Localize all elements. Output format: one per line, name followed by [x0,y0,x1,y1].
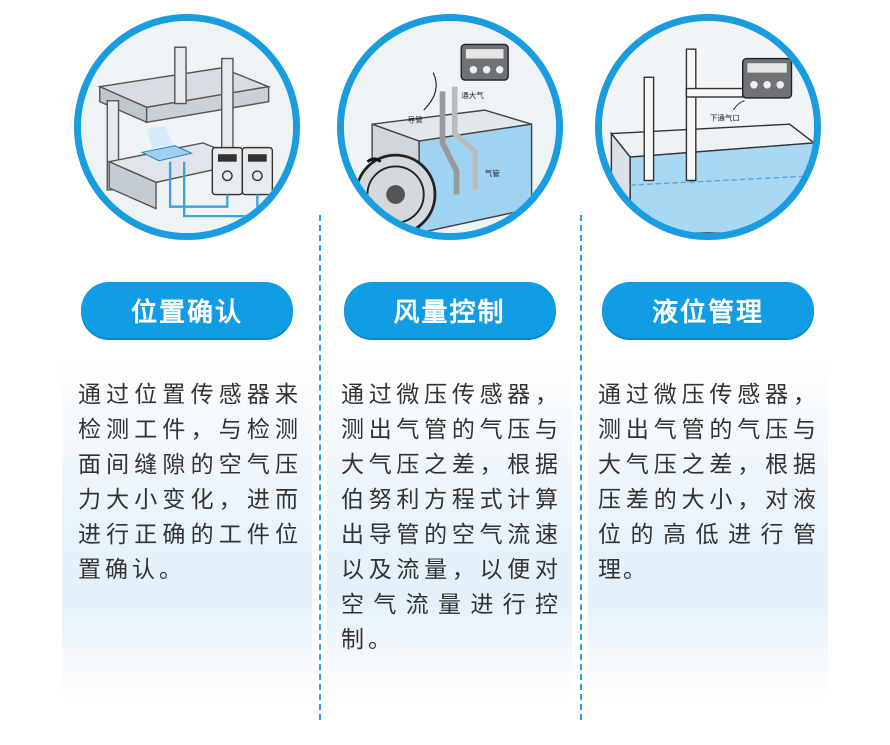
dashed-divider [580,215,582,720]
feature-description: 通过微压传感器，测出气管的气压与大气压之差，根据伯努利方程式计算出导管的空气流速… [341,382,562,653]
feature-position-check: 位置确认 通过位置传感器来检测工件，与检测面间缝隙的空气压力大小变化，进而进行正… [62,0,312,745]
label-lower-vent: 下通气口 [710,112,740,122]
label-duct: 导管 [407,114,422,124]
background-fade [62,355,312,700]
feature-title-pill: 位置确认 [81,282,293,338]
dashed-divider [319,215,321,720]
label-to-atmosphere: 通大气 [461,90,484,100]
feature-liquid-level: 下通气口 液位管理 通过微压传感器，测出气管的气压与大气压之差，根据压差的大小，… [588,0,828,745]
fan-duct-image: 导管 通大气 气管 [343,21,556,233]
feature-airflow-control: 导管 通大气 气管 风量控制 通过微压传感器，测出气管的气压与大气压之差，根据伯… [327,0,572,745]
liquid-level-illustration: 下通气口 [595,14,821,240]
feature-description: 通过微压传感器，测出气管的气压与大气压之差，根据压差的大小，对液位的高低进行管理… [598,382,818,583]
label-air-tube: 气管 [484,168,499,178]
feature-description: 通过位置传感器来检测工件，与检测面间缝隙的空气压力大小变化，进而进行正确的工件位… [78,382,302,583]
position-check-illustration [74,14,300,240]
tank-image: 下通气口 [602,21,814,233]
press-machine-image [81,21,293,233]
feature-title-pill: 液位管理 [602,282,814,338]
feature-title-pill: 风量控制 [343,282,556,338]
airflow-control-illustration: 导管 通大气 气管 [336,14,563,240]
background-fade [327,355,572,700]
background-fade [588,355,828,700]
